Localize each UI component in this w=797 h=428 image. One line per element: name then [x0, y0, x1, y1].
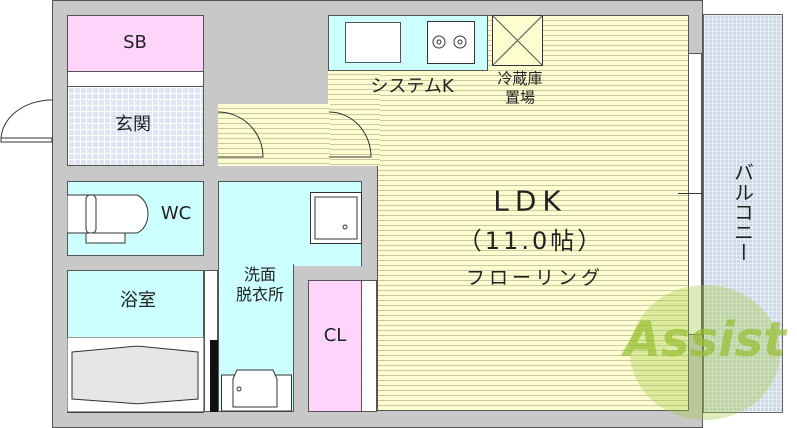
bath-label: 浴室 [120, 289, 156, 311]
ldk-size: （11.0帖） [457, 227, 605, 255]
kitchen-label: システムK [370, 75, 454, 97]
window-divider [678, 193, 712, 194]
balcony-label: バルコニー [730, 162, 755, 262]
washroom-label: 洗面脱衣所 [236, 265, 284, 305]
washroom-label-line2: 脱衣所 [235, 285, 285, 304]
door-icon[interactable] [328, 110, 373, 160]
stove-icon [427, 21, 475, 64]
fridge-label-line2: 置場 [504, 88, 536, 106]
toilet-icon [67, 194, 149, 244]
balcony [703, 14, 783, 413]
watermark-logo [630, 285, 780, 420]
ldk-floor: フローリング [465, 267, 605, 290]
bath-door-frame [210, 340, 218, 412]
door-icon[interactable] [216, 110, 266, 160]
hallway [218, 104, 330, 166]
fridge-space-icon [492, 15, 543, 66]
ldk-label: LDK [493, 184, 567, 218]
closet-doors[interactable] [361, 280, 377, 412]
closet [308, 280, 362, 412]
closet-label: CL [323, 324, 347, 346]
washroom-label-line1: 洗面 [243, 265, 277, 284]
watermark-text: Assist [623, 312, 787, 368]
washer-pan-icon [310, 192, 362, 244]
storage-box [67, 15, 204, 72]
hall-upper [328, 70, 380, 166]
ldk-room [377, 15, 689, 411]
bathtub-icon [67, 337, 204, 413]
window [688, 53, 702, 335]
fridge-label-line1: 冷蔵庫 [497, 69, 543, 88]
sb-label: SB [123, 31, 147, 53]
washbasin-icon [221, 369, 292, 412]
entrance-label: 玄関 [115, 113, 151, 135]
shelf [67, 71, 204, 87]
sink-icon [345, 22, 401, 63]
fridge-label: 冷蔵庫置場 [497, 69, 542, 107]
front-door-icon[interactable] [0, 95, 60, 155]
wc-label: WC [160, 202, 192, 224]
entrance [67, 86, 204, 166]
